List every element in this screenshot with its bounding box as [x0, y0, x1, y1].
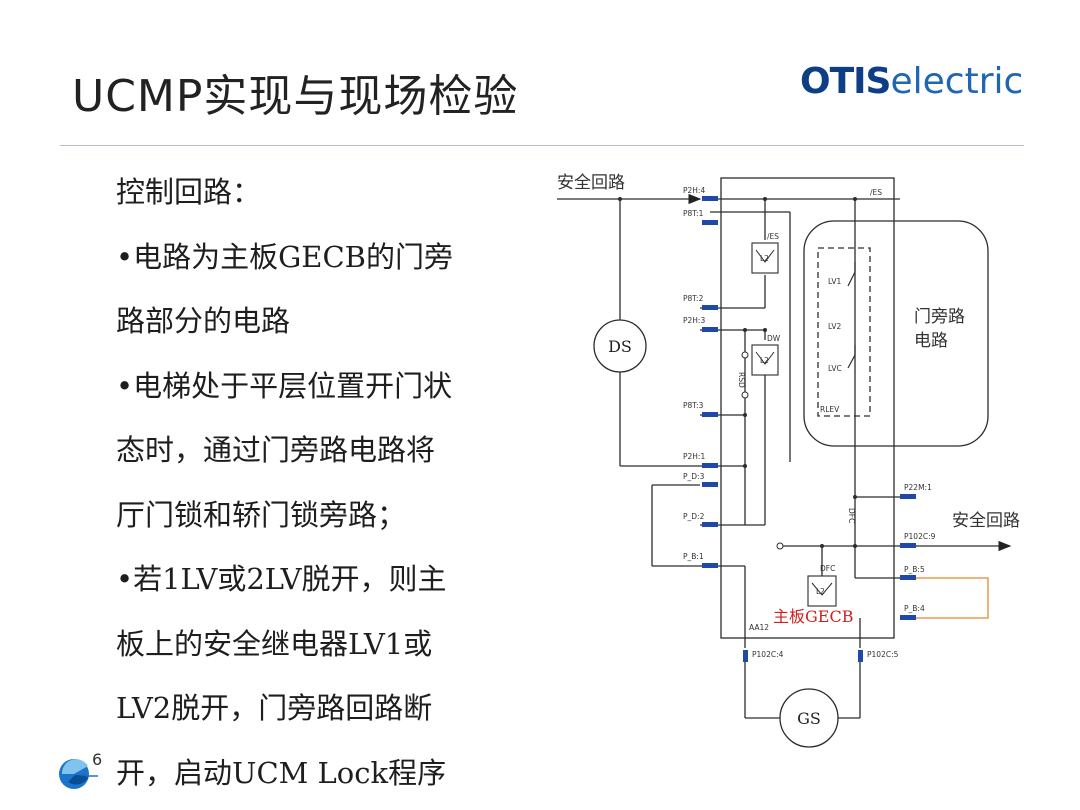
contact-rlev: RLEV — [820, 405, 840, 414]
title-divider — [60, 145, 1024, 146]
safety-loop-in-label: 安全回路 — [557, 173, 625, 193]
pin-label: P_B:1 — [683, 552, 704, 561]
ds-label: DS — [608, 337, 632, 356]
page-bullet-icon — [59, 759, 98, 789]
es-top-label: /ES — [870, 188, 882, 197]
body-line: 控制回路： — [116, 175, 262, 209]
body-line: 态时，通过门旁路电路将 — [116, 433, 436, 467]
es-coil-label: /ES — [767, 232, 779, 241]
pin-label: P_B:5 — [904, 565, 925, 574]
dfc-coil-label: DFC — [820, 564, 835, 573]
pin-label: P2H:4 — [683, 186, 705, 195]
contact-lv2: LV2 — [828, 322, 841, 331]
bypass-label-line1: 门旁路 — [914, 307, 965, 327]
aa12-label: AA12 — [749, 623, 769, 632]
pin-label: P8T:3 — [683, 401, 704, 410]
contact-lv1: LV1 — [828, 277, 841, 286]
gs-circle — [779, 688, 839, 748]
board-label: 主板GECB — [773, 607, 853, 626]
pin-label: P8T:2 — [683, 294, 704, 303]
body-line: 开，启动UCM Lock程序 — [116, 755, 447, 790]
body-line: LV2脱开，门旁路回路断 — [116, 691, 433, 725]
dfc-vertical-label: DFC — [847, 508, 856, 523]
rsd-label: RSD — [737, 372, 746, 388]
pin-label: P_B:4 — [904, 604, 925, 613]
body-text: 控制回路： •电路为主板GECB的门旁 路部分的电路 •电梯处于平层位置开门状 … — [116, 160, 536, 805]
pin-label: P_D:3 — [683, 472, 705, 481]
pin-label: P102C:5 — [867, 650, 899, 659]
bypass-label-line2: 电路 — [914, 331, 948, 351]
pin-markers — [702, 196, 916, 662]
page-title: UCMP实现与现场检验 — [72, 71, 519, 122]
ds-circle — [593, 319, 647, 373]
logo-light: electric — [890, 61, 1024, 102]
pin-label: P22M:1 — [904, 483, 932, 492]
safety-loop-out-label: 安全回路 — [952, 511, 1020, 531]
body-line: •若1LV或2LV脱开，则主 — [116, 562, 447, 596]
gs-label: GS — [797, 709, 821, 728]
body-line: 路部分的电路 — [116, 304, 291, 338]
l2-label: L2 — [816, 587, 825, 596]
page-number: 6 — [92, 750, 103, 769]
l2-label: L2 — [760, 254, 769, 263]
pin-label: P_D:2 — [683, 512, 705, 521]
body-line: 厅门锁和轿门锁旁路； — [116, 497, 407, 532]
dw-label: DW — [767, 334, 781, 343]
pin-label: P2H:1 — [683, 452, 705, 461]
l2-label: L2 — [760, 356, 769, 365]
pin-label: P102C:9 — [904, 532, 936, 541]
body-line: 板上的安全继电器LV1或 — [116, 626, 433, 661]
pin-label: P2H:3 — [683, 316, 705, 325]
logo-bold: OTIS — [800, 61, 891, 102]
pin-label: P102C:4 — [752, 650, 784, 659]
pin-label: P8T:1 — [683, 209, 704, 218]
body-line: •电路为主板GECB的门旁 — [116, 239, 453, 274]
otis-electric-logo: OTISelectric — [800, 62, 1023, 102]
contact-lvc: LVC — [828, 364, 842, 373]
body-line: •电梯处于平层位置开门状 — [116, 368, 453, 403]
